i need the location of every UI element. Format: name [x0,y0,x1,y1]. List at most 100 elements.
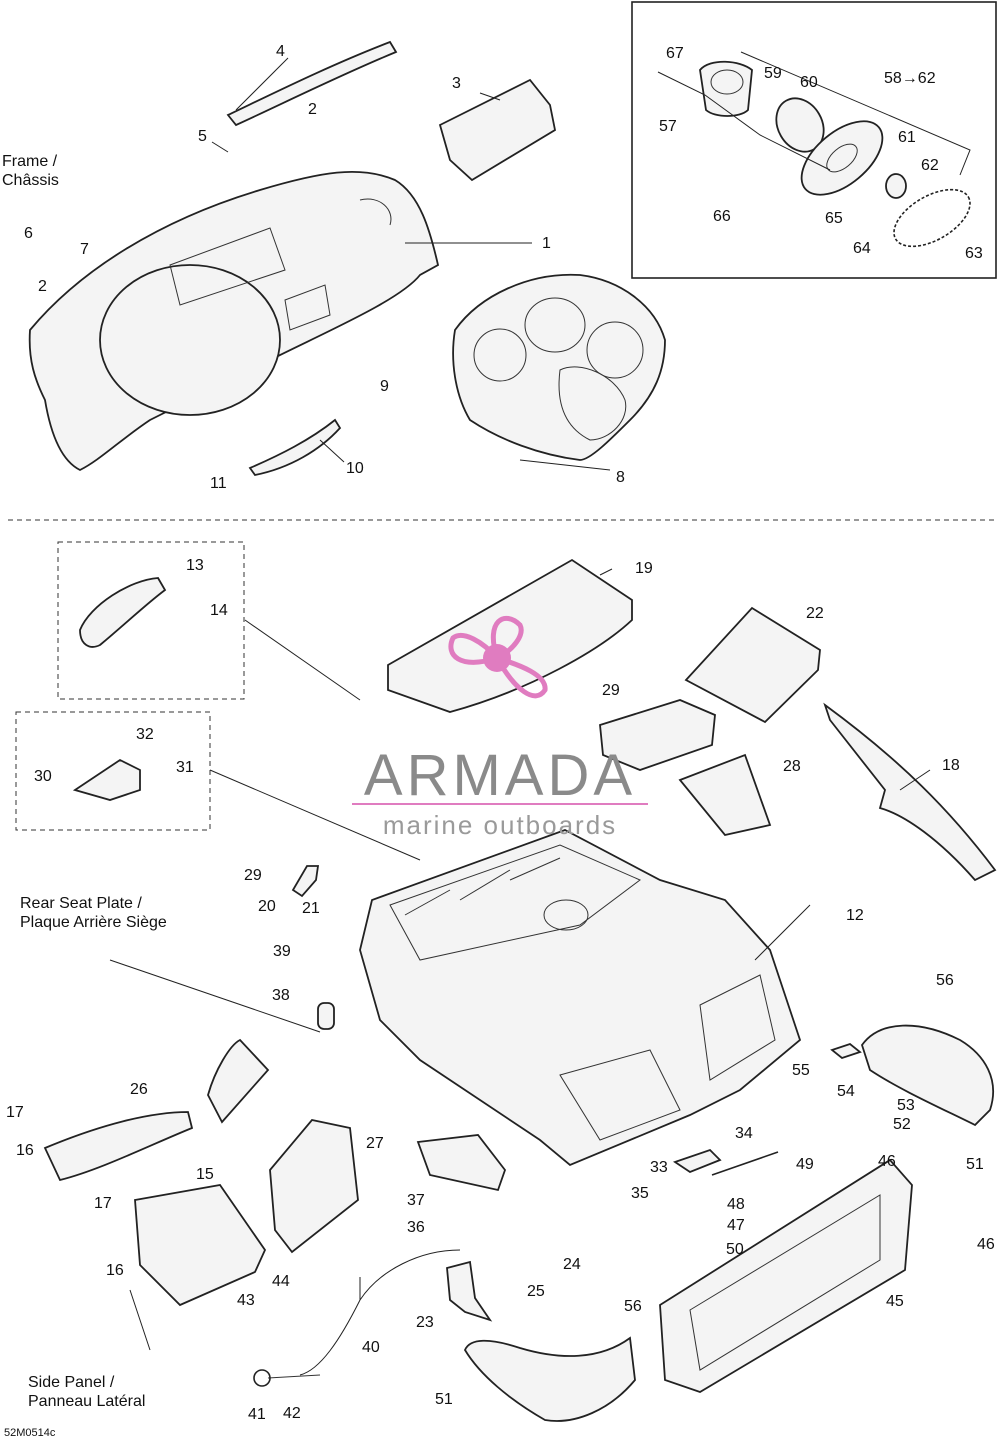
part-10-trim [248,418,342,476]
part-19-seat [387,558,633,713]
note-side-panel-line2: Panneau Latéral [28,1393,146,1410]
callout-60: 60 [800,74,818,91]
callout-65: 65 [825,210,843,227]
part-42-spring [267,1374,321,1379]
callout-9: 9 [380,378,389,395]
callout-28: 28 [783,758,801,775]
part-27-pad [416,1134,507,1192]
callout-33: 33 [650,1159,668,1176]
callout-7: 7 [80,241,89,258]
callout-44: 44 [272,1273,290,1290]
callout-59: 59 [764,65,782,82]
propeller-logo [448,615,548,699]
part-38-bumper [317,1002,335,1030]
callout-53: 53 [897,1097,915,1114]
callout-55: 55 [792,1062,810,1079]
callout-52: 52 [893,1116,911,1133]
callout-38: 38 [272,987,290,1004]
callout-39: 39 [273,943,291,960]
callout-16: 16 [16,1142,34,1159]
drawing-code: 52M0514c [4,1427,56,1439]
callout-63: 63 [965,245,983,262]
callout-2: 2 [308,101,317,118]
range-end: 62 [917,70,936,87]
part-23-latch [446,1260,493,1322]
callout-20: 20 [258,898,276,915]
callout-25: 25 [527,1283,545,1300]
part-26-grille-b [207,1038,270,1124]
callout-29: 29 [602,682,620,699]
callout-2: 2 [38,278,47,295]
watermark-rule [352,803,648,805]
callout-26: 26 [130,1081,148,1098]
callout-17: 17 [94,1195,112,1212]
part-18-rail [823,702,997,882]
callout-3: 3 [452,75,461,92]
part-51-bumper [463,1336,636,1422]
part-33-bracket [672,1148,722,1174]
callout-62: 62 [921,157,939,174]
callout-48: 48 [727,1196,745,1213]
part-40-cable [299,1249,461,1376]
callout-17: 17 [6,1104,24,1121]
note-rear-seat-plate: Rear Seat Plate / Plaque Arrière Siège [20,894,167,932]
part-3-cover [438,78,557,182]
part-15-panel-b [269,1119,359,1254]
callout-49: 49 [796,1156,814,1173]
part-4-tube [226,40,398,127]
callout-12: 12 [846,907,864,924]
callout-5: 5 [198,128,207,145]
part-26-grille [43,1111,194,1182]
note-frame-line2: Châssis [2,172,59,189]
callout-15: 15 [196,1166,214,1183]
callout-22: 22 [806,605,824,622]
callout-51: 51 [966,1156,984,1173]
callout-18: 18 [942,757,960,774]
callout-37: 37 [407,1192,425,1209]
callout-10: 10 [346,460,364,477]
leader-lines [109,57,931,1351]
callout-51: 51 [435,1391,453,1408]
callout-54: 54 [837,1083,855,1100]
callout-46: 46 [878,1153,896,1170]
label-range-58-62: 58→62 [884,70,936,88]
inset-box-handle [57,541,245,700]
part-55-clip [830,1042,862,1060]
inset-box-bracket [15,711,211,831]
callout-30: 30 [34,768,52,785]
callout-36: 36 [407,1219,425,1236]
callout-40: 40 [362,1339,380,1356]
callout-50: 50 [726,1241,744,1258]
part-12-rear-body [359,829,802,1167]
callout-8: 8 [616,469,625,486]
inset-box-speaker [631,1,997,279]
callout-61: 61 [898,129,916,146]
callout-21: 21 [302,900,320,917]
callout-64: 64 [853,240,871,257]
part-15-panel-a [134,1184,267,1307]
callout-34: 34 [735,1125,753,1142]
callout-31: 31 [176,759,194,776]
arrow-right-icon: → [901,70,918,87]
callout-4: 4 [276,43,285,60]
part-22-panel [684,606,821,724]
callout-23: 23 [416,1314,434,1331]
note-rear-seat-plate-line1: Rear Seat Plate / [20,895,142,912]
part-34-rod [711,1151,779,1176]
part-30-bracket [72,758,141,801]
callout-6: 6 [24,225,33,242]
callout-56: 56 [936,972,954,989]
range-start: 58 [884,70,902,87]
callout-41: 41 [248,1406,266,1423]
callout-13: 13 [186,557,204,574]
callout-67: 67 [666,45,684,62]
callout-32: 32 [136,726,154,743]
callout-11: 11 [210,475,227,492]
callout-24: 24 [563,1256,581,1273]
part-28-pad [678,753,772,836]
part-51-bumper-right [861,1024,995,1127]
callout-66: 66 [713,208,731,225]
callout-16: 16 [106,1262,124,1279]
part-41-ring [253,1369,271,1387]
